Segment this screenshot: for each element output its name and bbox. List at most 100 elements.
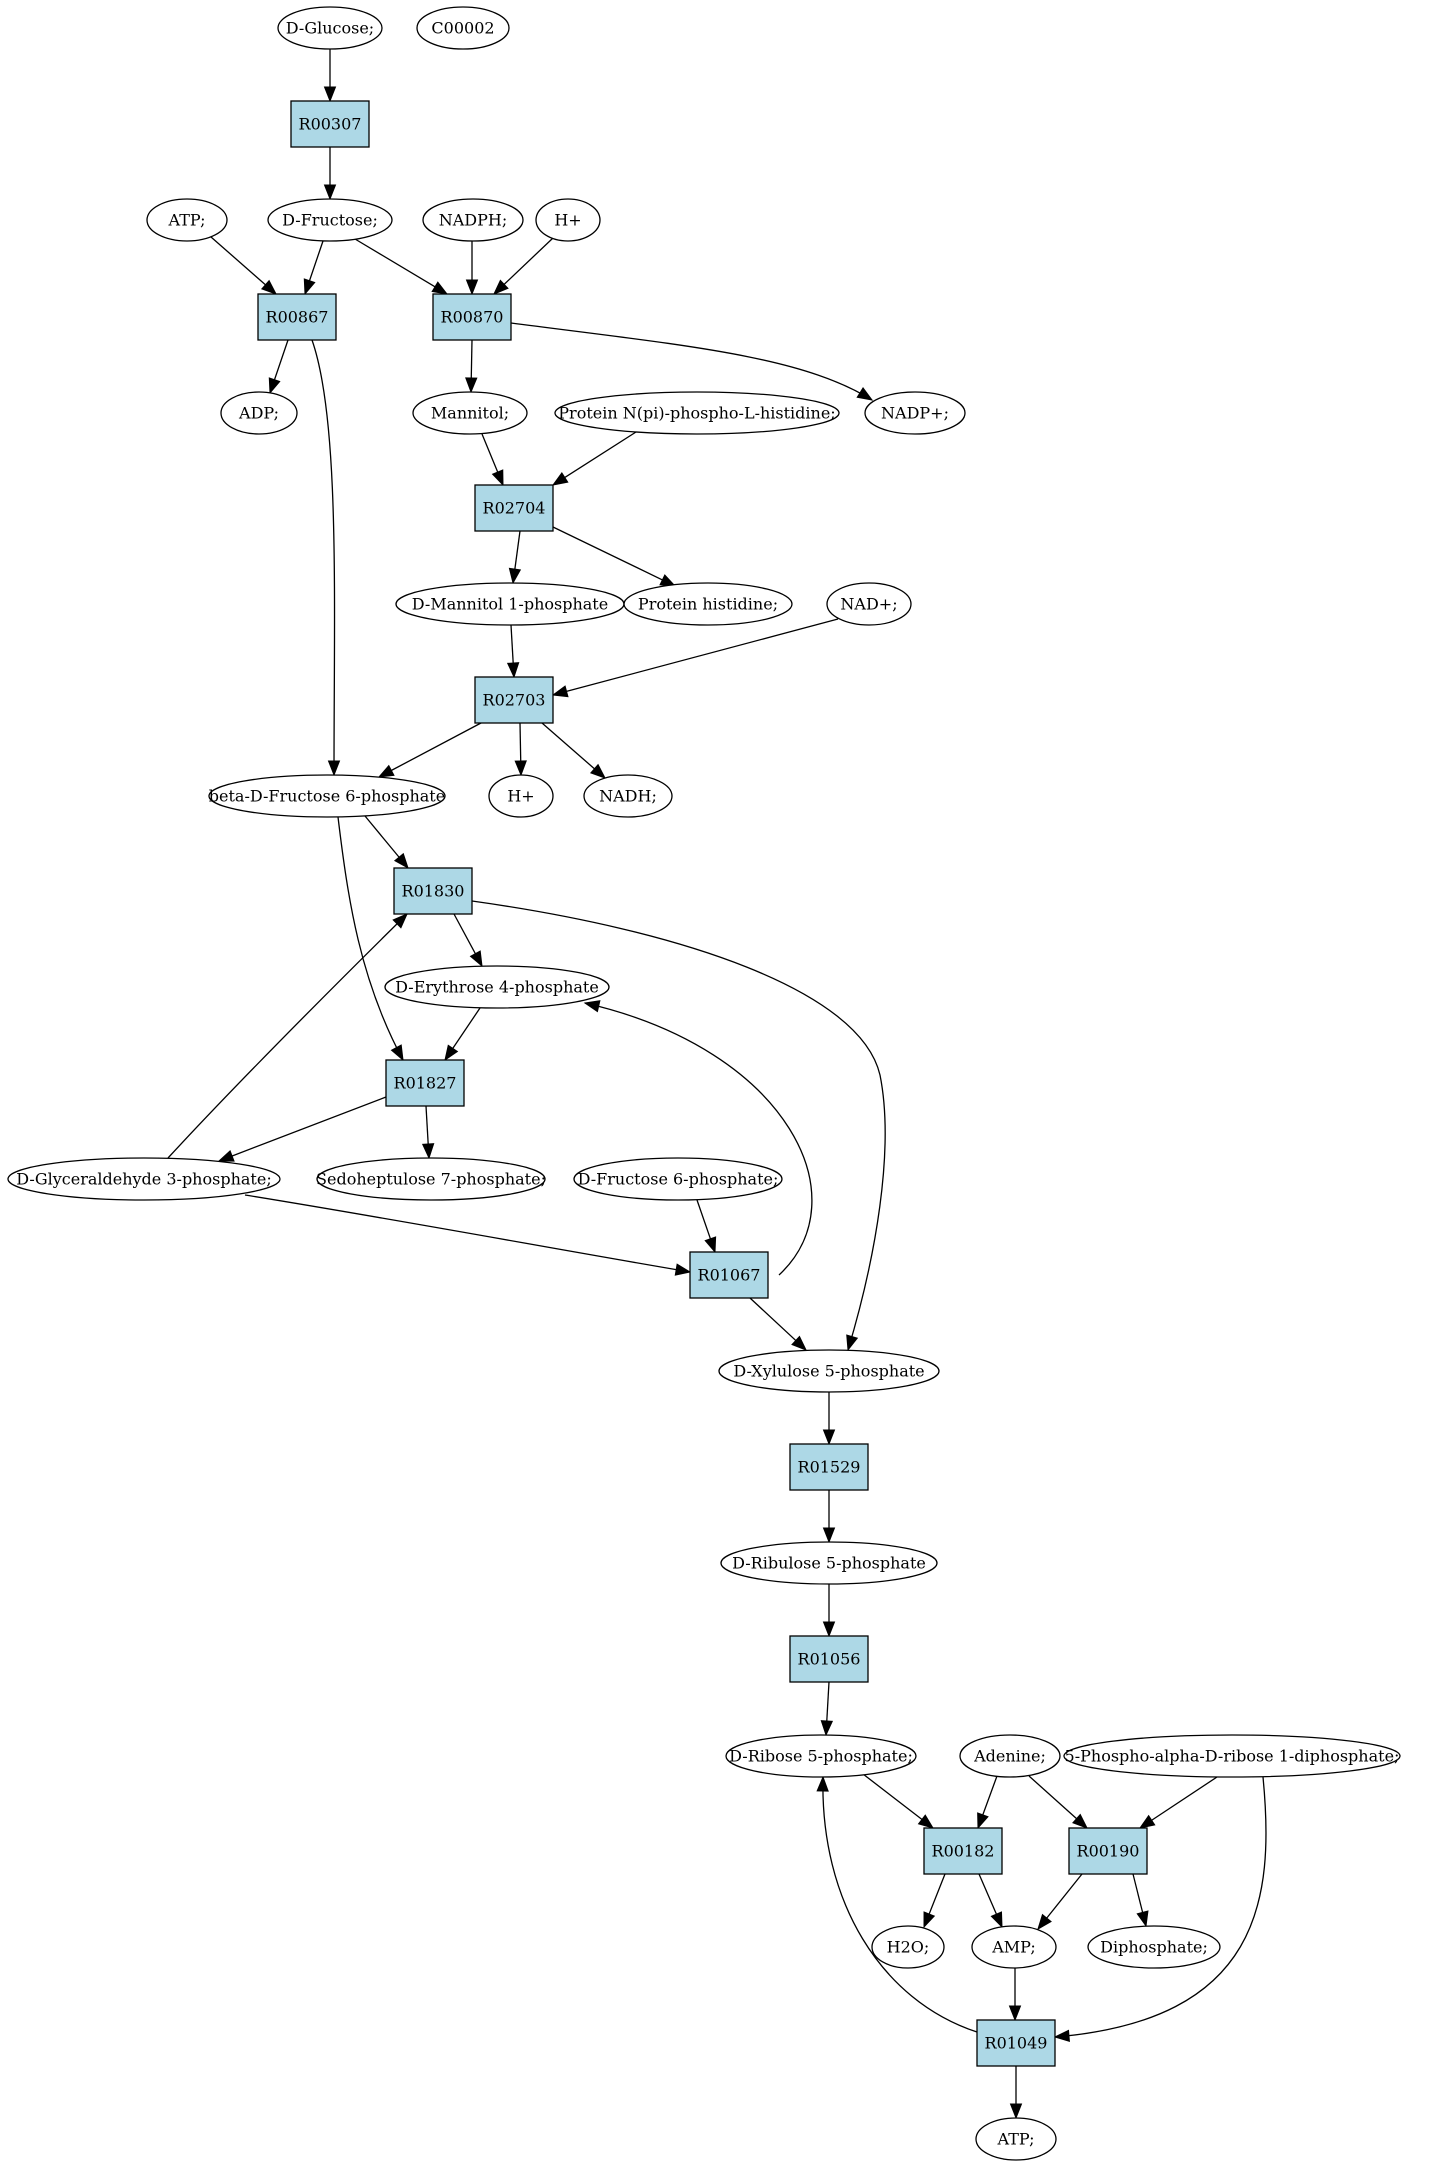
edge-hplus1-to-R00870 — [493, 237, 554, 295]
arrowhead — [303, 278, 316, 296]
edge-R02703-to-nadh — [541, 722, 607, 779]
node-label: R01830 — [402, 882, 465, 901]
compound-node-nadph: NADPH; — [422, 198, 524, 242]
node-label: Sedoheptulose 7-phosphate; — [316, 1170, 546, 1189]
arrowhead — [491, 469, 504, 487]
edge-R01529-to-ru5p — [822, 1490, 836, 1544]
compound-node-h2o: H2O; — [871, 1925, 945, 1969]
arrowhead — [551, 471, 569, 486]
compound-ellipse — [208, 774, 446, 818]
edge-R01049-to-atp2 — [1009, 2066, 1023, 2120]
node-label: NADP+; — [881, 404, 949, 423]
arrowhead — [990, 1911, 1003, 1929]
edge-nadph-to-R00870 — [465, 241, 479, 296]
arrowhead — [856, 387, 874, 401]
compound-node-c00002: C00002 — [416, 6, 510, 50]
node-label: ADP; — [238, 404, 279, 423]
edge-R01049-to-r5p — [816, 1775, 978, 2033]
node-label: R01529 — [798, 1458, 861, 1477]
arrowhead — [589, 763, 607, 779]
node-label: R00307 — [299, 115, 362, 134]
edge-adenine-to-R00182 — [977, 1775, 998, 1830]
edge-R02703-to-hplus2 — [514, 722, 527, 777]
reaction-node-r02704: R02704 — [474, 484, 554, 532]
compound-node-mannitol1p: D-Mannitol 1-phosphate — [395, 582, 625, 626]
node-label: 5-Phospho-alpha-D-ribose 1-diphosphate; — [1065, 1747, 1400, 1766]
edges-layer — [167, 49, 1267, 2120]
node-label: D-Ribose 5-phosphate; — [729, 1747, 913, 1766]
arrowhead — [1072, 1813, 1089, 1829]
edge-ru5p-to-R01056 — [822, 1584, 836, 1638]
edge-R00190-to-amp — [1037, 1873, 1083, 1931]
edge-R01827-to-g3p — [217, 1096, 387, 1162]
node-label: ATP; — [997, 2130, 1035, 2149]
compound-ellipse — [7, 1157, 281, 1201]
compound-node-f6p: D-Fructose 6-phosphate; — [573, 1157, 783, 1201]
edge-prpp-to-R00190 — [1138, 1776, 1218, 1829]
reaction-node-r00867: R00867 — [257, 293, 337, 341]
edge-e4p-to-R01827 — [444, 1007, 481, 1062]
node-label: NADPH; — [439, 211, 508, 230]
arrowhead — [508, 567, 522, 585]
compound-node-atp1: ATP; — [146, 198, 228, 242]
compound-node-ru5p: D-Ribulose 5-phosphate — [720, 1541, 938, 1585]
arrowhead — [217, 1149, 235, 1162]
compound-ellipse — [959, 1734, 1061, 1778]
compound-node-adp: ADP; — [220, 391, 298, 435]
edge-R00870-to-nadpplus — [510, 322, 874, 401]
reaction-box — [474, 676, 554, 724]
compound-ellipse — [554, 391, 840, 435]
edge-protnpi-to-R02704 — [551, 431, 637, 486]
arrowhead — [323, 86, 337, 103]
reaction-node-r02703: R02703 — [474, 676, 554, 724]
edge-bf6p-to-R01830 — [364, 815, 409, 870]
edge-bf6p-to-R01827 — [337, 816, 404, 1062]
compound-ellipse — [720, 1541, 938, 1585]
edge-R00182-to-amp — [978, 1873, 1003, 1929]
compound-ellipse — [826, 582, 912, 626]
arrowhead — [1009, 2103, 1023, 2120]
edge-g3p-to-R01067 — [244, 1194, 692, 1276]
reaction-box — [1068, 1827, 1148, 1875]
compound-ellipse — [146, 198, 228, 242]
compound-node-e4p: D-Erythrose 4-phosphate — [384, 965, 610, 1009]
reaction-box — [689, 1251, 769, 1299]
compound-node-hplus1: H+ — [535, 198, 601, 242]
compound-node-g3p: D-Glyceraldehyde 3-phosphate; — [7, 1157, 281, 1201]
node-label: Protein histidine; — [638, 595, 778, 614]
edge-R01830-to-x5p — [471, 900, 886, 1352]
compound-node-nadplus: NAD+; — [826, 582, 912, 626]
node-label: R01067 — [698, 1266, 761, 1285]
edge-atp1-to-R00867 — [210, 236, 278, 295]
arrowhead — [465, 279, 479, 296]
arrowhead — [469, 950, 483, 968]
edge-amp-to-R01049 — [1008, 1968, 1022, 2022]
node-label: D-Xylulose 5-phosphate — [733, 1362, 924, 1381]
compound-node-glucose: D-Glucose; — [277, 6, 383, 50]
reaction-node-r00870: R00870 — [432, 293, 512, 341]
arrowhead — [493, 279, 509, 295]
reaction-box — [432, 293, 512, 341]
node-label: Adenine; — [973, 1747, 1046, 1766]
arrowhead — [822, 1527, 836, 1544]
arrowhead — [327, 760, 341, 777]
compound-node-bf6p: beta-D-Fructose 6-phosphate — [208, 774, 446, 818]
node-label: R00867 — [266, 308, 329, 327]
arrowhead — [1136, 1910, 1149, 1928]
arrowhead — [506, 662, 520, 679]
compound-ellipse — [583, 774, 673, 818]
edge-prpp-to-R01049 — [1053, 1776, 1267, 2043]
reaction-box — [789, 1443, 869, 1491]
compound-node-prpp: 5-Phospho-alpha-D-ribose 1-diphosphate; — [1063, 1734, 1401, 1778]
compound-ellipse — [316, 1157, 546, 1201]
reaction-box — [257, 293, 337, 341]
compound-ellipse — [412, 391, 528, 435]
compound-node-s7p: Sedoheptulose 7-phosphate; — [316, 1157, 546, 1201]
compound-node-r5p: D-Ribose 5-phosphate; — [725, 1734, 917, 1778]
node-label: ATP; — [168, 211, 206, 230]
arrowhead — [260, 279, 278, 295]
edge-x5p-to-R01529 — [822, 1392, 836, 1446]
compound-ellipse — [220, 391, 298, 435]
reaction-box — [789, 1635, 869, 1683]
arrowhead — [791, 1335, 808, 1351]
